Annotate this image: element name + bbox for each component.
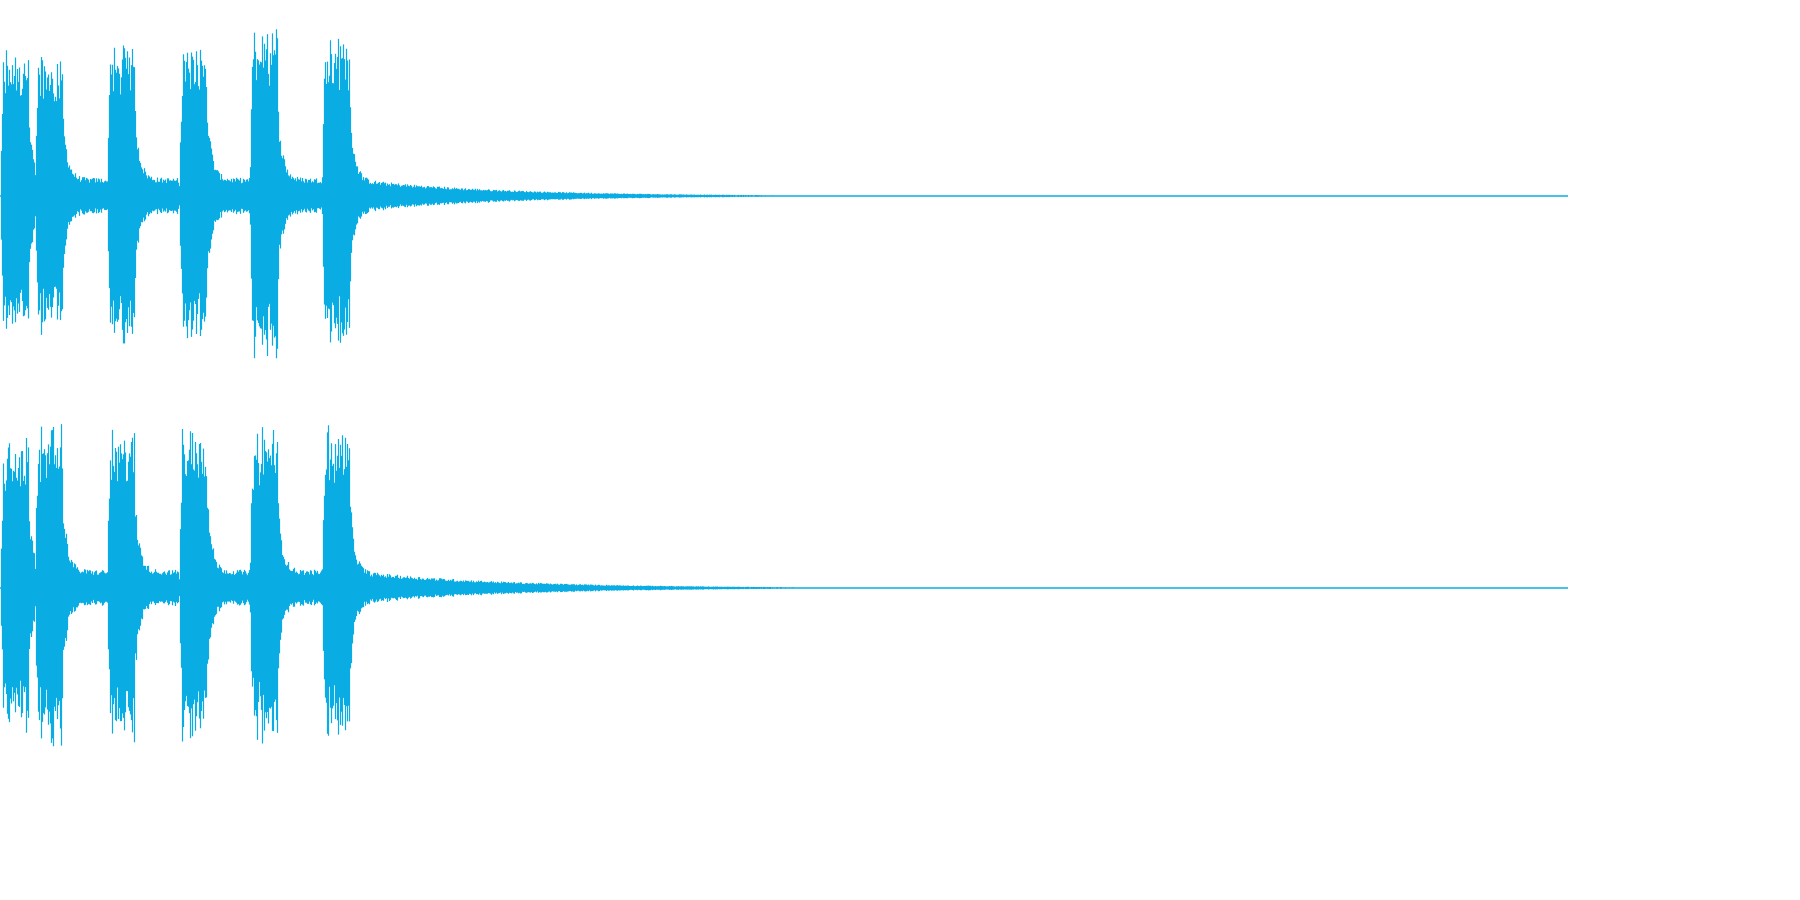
waveform-canvas <box>0 29 1568 747</box>
waveform-channel-1 <box>0 29 1568 359</box>
audio-waveform-view <box>0 29 1568 747</box>
waveform-channel-2 <box>0 424 1568 747</box>
waveform-trace <box>0 424 1568 747</box>
waveform-trace <box>0 29 1568 359</box>
